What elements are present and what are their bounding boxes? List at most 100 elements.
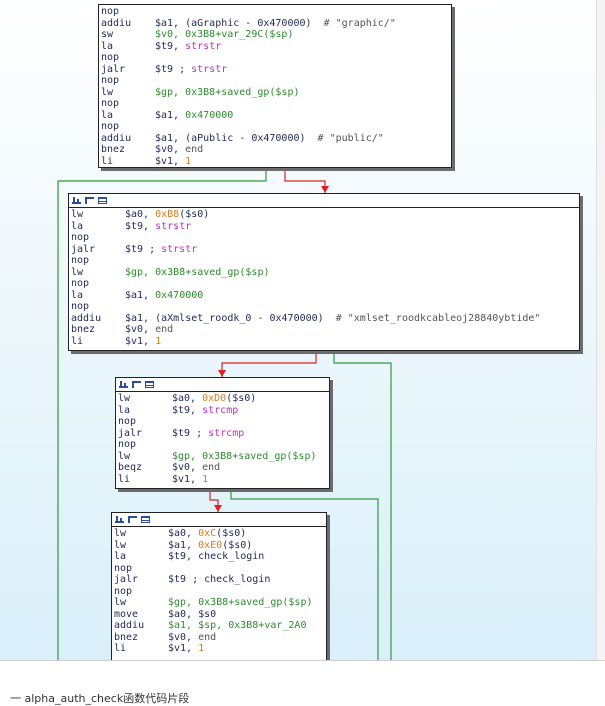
asm-operand: 0x470000 xyxy=(185,109,234,121)
asm-line[interactable]: addiu$a1, $sp, 0x3B8+var_2A0 xyxy=(114,620,326,632)
asm-operand: 0x470000 xyxy=(155,289,204,301)
list-icon[interactable] xyxy=(141,516,150,523)
asm-line[interactable]: addiu$a1, (aPublic - 0x470000) # "public… xyxy=(101,133,451,145)
asm-operand: strstr xyxy=(155,220,192,232)
asm-line[interactable]: jalr$t9 ; strcmp xyxy=(118,428,329,440)
asm-line[interactable]: lw$a0, 0xD0($s0) xyxy=(118,393,329,405)
asm-line[interactable]: nop xyxy=(114,563,326,575)
asm-line[interactable]: la $a1, 0x470000 xyxy=(101,110,451,122)
asm-line[interactable]: beqz$v0, end xyxy=(118,462,329,474)
asm-line[interactable]: addiu$a1, (aXmlset_roodk_0 - 0x470000) #… xyxy=(71,313,579,325)
asm-operand: $t9 ; xyxy=(172,427,209,439)
asm-line[interactable]: nop xyxy=(71,278,579,290)
asm-line[interactable]: nop xyxy=(118,439,329,451)
asm-mnemonic: lw xyxy=(101,86,114,98)
graph-scroll-frame[interactable] xyxy=(596,0,605,660)
asm-mnemonic: nop xyxy=(114,562,133,574)
asm-mnemonic: nop xyxy=(101,121,120,132)
asm-mnemonic: li xyxy=(114,643,127,654)
asm-operand: strcmp xyxy=(202,404,239,416)
edge-block0-end xyxy=(57,168,267,660)
edge-block1-end xyxy=(333,351,392,660)
asm-line[interactable]: la$t9, check_login xyxy=(114,551,326,563)
asm-line[interactable]: jalr$t9 ; check_login xyxy=(114,574,326,586)
asm-line[interactable]: li$v1, 1 xyxy=(101,156,451,168)
asm-line[interactable]: li$v1, 1 xyxy=(114,643,326,655)
asm-operand: 0xC xyxy=(198,528,217,539)
asm-mnemonic: la xyxy=(71,289,84,301)
asm-line[interactable]: lw$a0, 0xB8($s0) xyxy=(71,209,579,221)
asm-operand: $a1, (aGraphic - 0x470000) xyxy=(155,17,312,29)
asm-operand: ($s0) xyxy=(216,528,247,539)
asm-line[interactable]: lw$gp, 0x3B8+saved_gp($sp) xyxy=(71,267,579,279)
asm-line[interactable]: lw$gp, 0x3B8+saved_gp($sp) xyxy=(114,597,326,609)
asm-line[interactable]: bnez$v0, end xyxy=(114,632,326,644)
asm-mnemonic: bnez xyxy=(71,324,96,335)
asm-line[interactable]: nop xyxy=(71,255,579,267)
asm-line[interactable]: move$a0, $s0 xyxy=(114,609,326,621)
edge-arrow-block2 xyxy=(218,370,226,377)
asm-operand: end xyxy=(185,144,204,155)
asm-line[interactable]: bnez$v0, end xyxy=(71,324,579,336)
asm-line[interactable]: lw$a0, 0xC($s0) xyxy=(114,528,326,540)
asm-operand: $t9, xyxy=(172,404,203,416)
asm-line[interactable]: lw$a1, 0xE0($s0) xyxy=(114,540,326,552)
graph-icon[interactable] xyxy=(85,197,94,204)
asm-line[interactable]: la $a1, 0x470000 xyxy=(71,290,579,302)
asm-line[interactable]: nop xyxy=(101,52,451,64)
asm-line[interactable]: nop xyxy=(101,6,451,18)
list-icon[interactable] xyxy=(145,381,154,388)
graph-icon[interactable] xyxy=(128,516,137,523)
asm-mnemonic: lw xyxy=(114,597,127,608)
asm-line[interactable]: nop xyxy=(71,301,579,313)
asm-line[interactable]: nop xyxy=(118,416,329,428)
code-block-3[interactable]: lw$a0, 0xC($s0)lw$a1, 0xE0($s0)la$t9, ch… xyxy=(111,512,327,660)
asm-mnemonic: lw xyxy=(114,528,127,539)
flow-edges xyxy=(57,168,392,660)
asm-line[interactable]: nop xyxy=(101,121,451,133)
asm-mnemonic: nop xyxy=(101,98,120,109)
asm-mnemonic: la xyxy=(71,220,84,232)
asm-line[interactable]: addiu$a1, (aGraphic - 0x470000) # "graph… xyxy=(101,18,451,30)
asm-line[interactable]: nop xyxy=(101,98,451,110)
asm-line[interactable]: nop xyxy=(101,75,451,87)
asm-mnemonic: nop xyxy=(71,232,90,243)
graph-icon[interactable] xyxy=(132,381,141,388)
asm-mnemonic: addiu xyxy=(101,132,132,144)
asm-line[interactable]: lw$gp, 0x3B8+saved_gp($sp) xyxy=(118,451,329,463)
chart-icon[interactable] xyxy=(115,516,124,523)
asm-operand: # "public/" xyxy=(305,132,384,144)
asm-mnemonic: la xyxy=(101,109,114,121)
asm-operand: $t9 ; check_login xyxy=(168,574,271,585)
asm-line[interactable]: nop xyxy=(114,586,326,598)
asm-line[interactable]: bnez$v0, end xyxy=(101,144,451,156)
asm-operand: $a1, xyxy=(155,109,186,121)
asm-line[interactable]: li$v1, 1 xyxy=(71,336,579,348)
asm-line[interactable]: jalr$t9 ; strstr xyxy=(71,244,579,256)
asm-line[interactable]: la$t9, strstr xyxy=(71,221,579,233)
asm-line[interactable]: la$t9, strstr xyxy=(101,41,451,53)
asm-line[interactable]: nop xyxy=(71,232,579,244)
asm-line[interactable]: lw$gp, 0x3B8+saved_gp($sp) xyxy=(101,87,451,99)
asm-operand: $v0, xyxy=(125,324,156,335)
asm-line[interactable]: li$v1, 1 xyxy=(118,474,329,486)
asm-mnemonic: nop xyxy=(101,52,120,63)
asm-operand: $a1, xyxy=(125,289,156,301)
chart-icon[interactable] xyxy=(119,381,128,388)
asm-line[interactable]: sw$v0, 0x3B8+var_29C($sp) xyxy=(101,29,451,41)
asm-line[interactable]: la$t9, strcmp xyxy=(118,405,329,417)
asm-mnemonic: li xyxy=(71,335,84,347)
asm-mnemonic: jalr xyxy=(118,427,143,439)
node-header xyxy=(69,194,579,208)
edge-arrow-block3 xyxy=(214,505,222,512)
asm-line[interactable]: jalr$t9 ; strstr xyxy=(101,64,451,76)
list-icon[interactable] xyxy=(98,197,107,204)
asm-operand: $v0, 0x3B8+var_29C($sp) xyxy=(155,29,294,40)
chart-icon[interactable] xyxy=(72,197,81,204)
asm-operand: $a1, (aXmlset_roodk_0 - 0x470000) xyxy=(125,312,324,324)
